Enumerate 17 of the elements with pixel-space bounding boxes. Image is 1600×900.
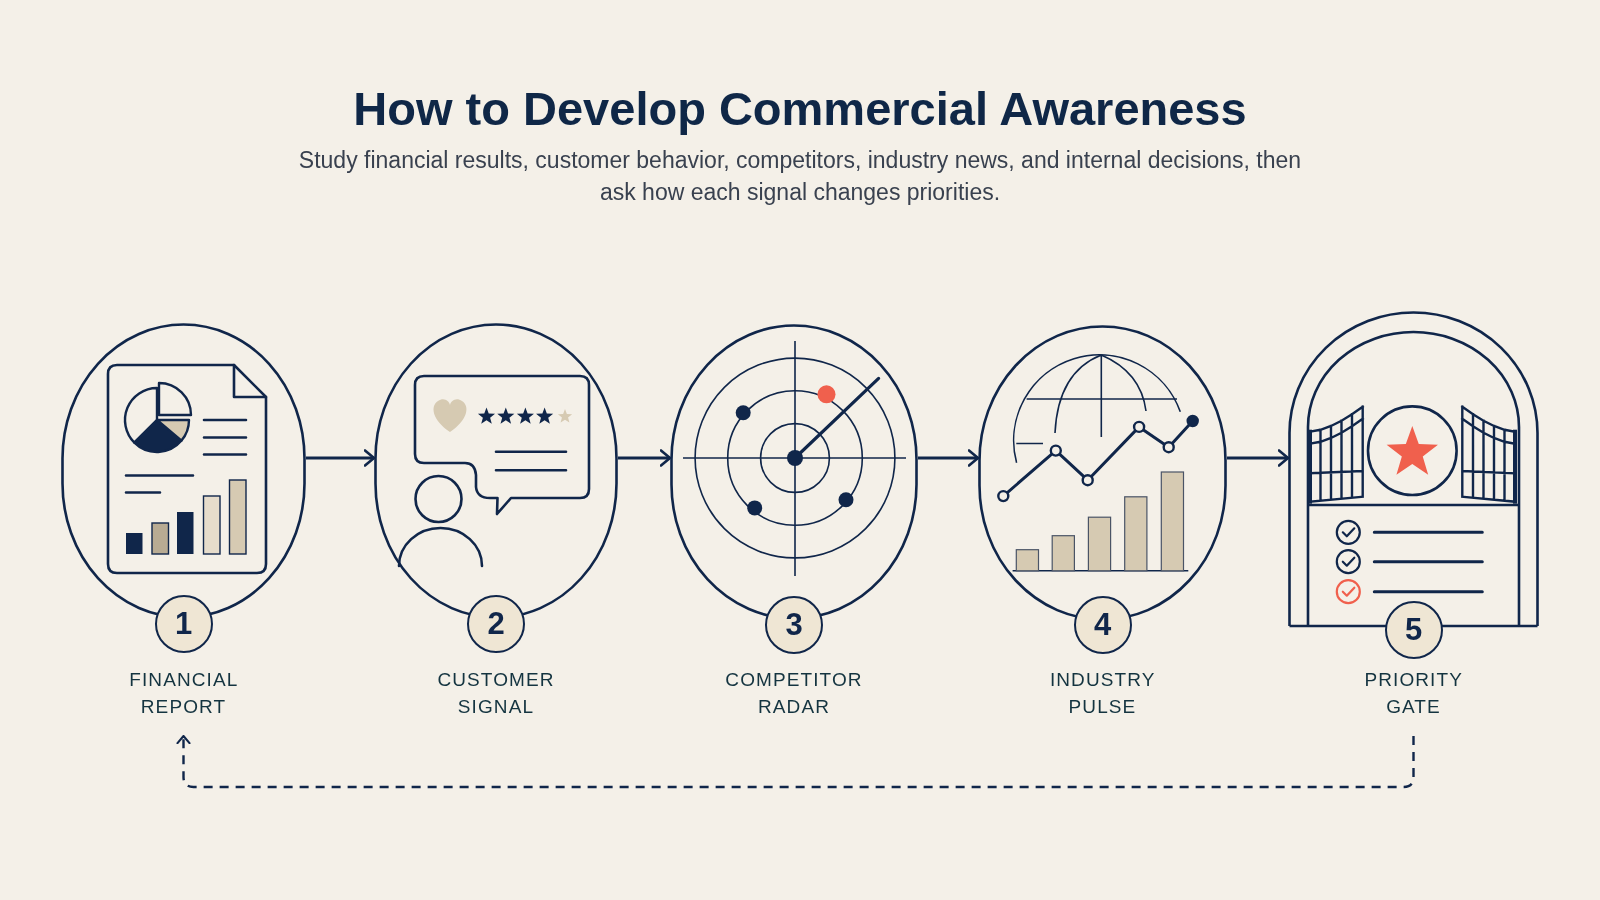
diagram-title: How to Develop Commercial Awareness	[353, 82, 1247, 136]
step-number-badge: 1	[154, 595, 213, 653]
flow-arrow	[1227, 449, 1290, 467]
step-label: INDUSTRY PULSE	[1049, 668, 1156, 719]
diagram-subtitle: Study financial results, customer behavior, competitors, industry news, and internal decisions, then ask how each signal changes priorities.	[297, 146, 1303, 207]
flow-arrow	[618, 449, 672, 467]
step-number-badge: 3	[765, 596, 823, 654]
step-label: COMPETITOR RADAR	[725, 668, 863, 719]
step-number-badge: 5	[1384, 601, 1443, 659]
step-label: CUSTOMER SIGNAL	[437, 668, 555, 719]
step-label: PRIORITY GATE	[1364, 668, 1463, 719]
flow-arrow	[306, 449, 376, 467]
step-label: FINANCIAL REPORT	[129, 668, 238, 719]
step-number-badge: 4	[1073, 596, 1132, 654]
flow-arrow	[918, 449, 980, 467]
return-arrow	[176, 734, 1415, 789]
step-number-badge: 2	[467, 595, 525, 653]
